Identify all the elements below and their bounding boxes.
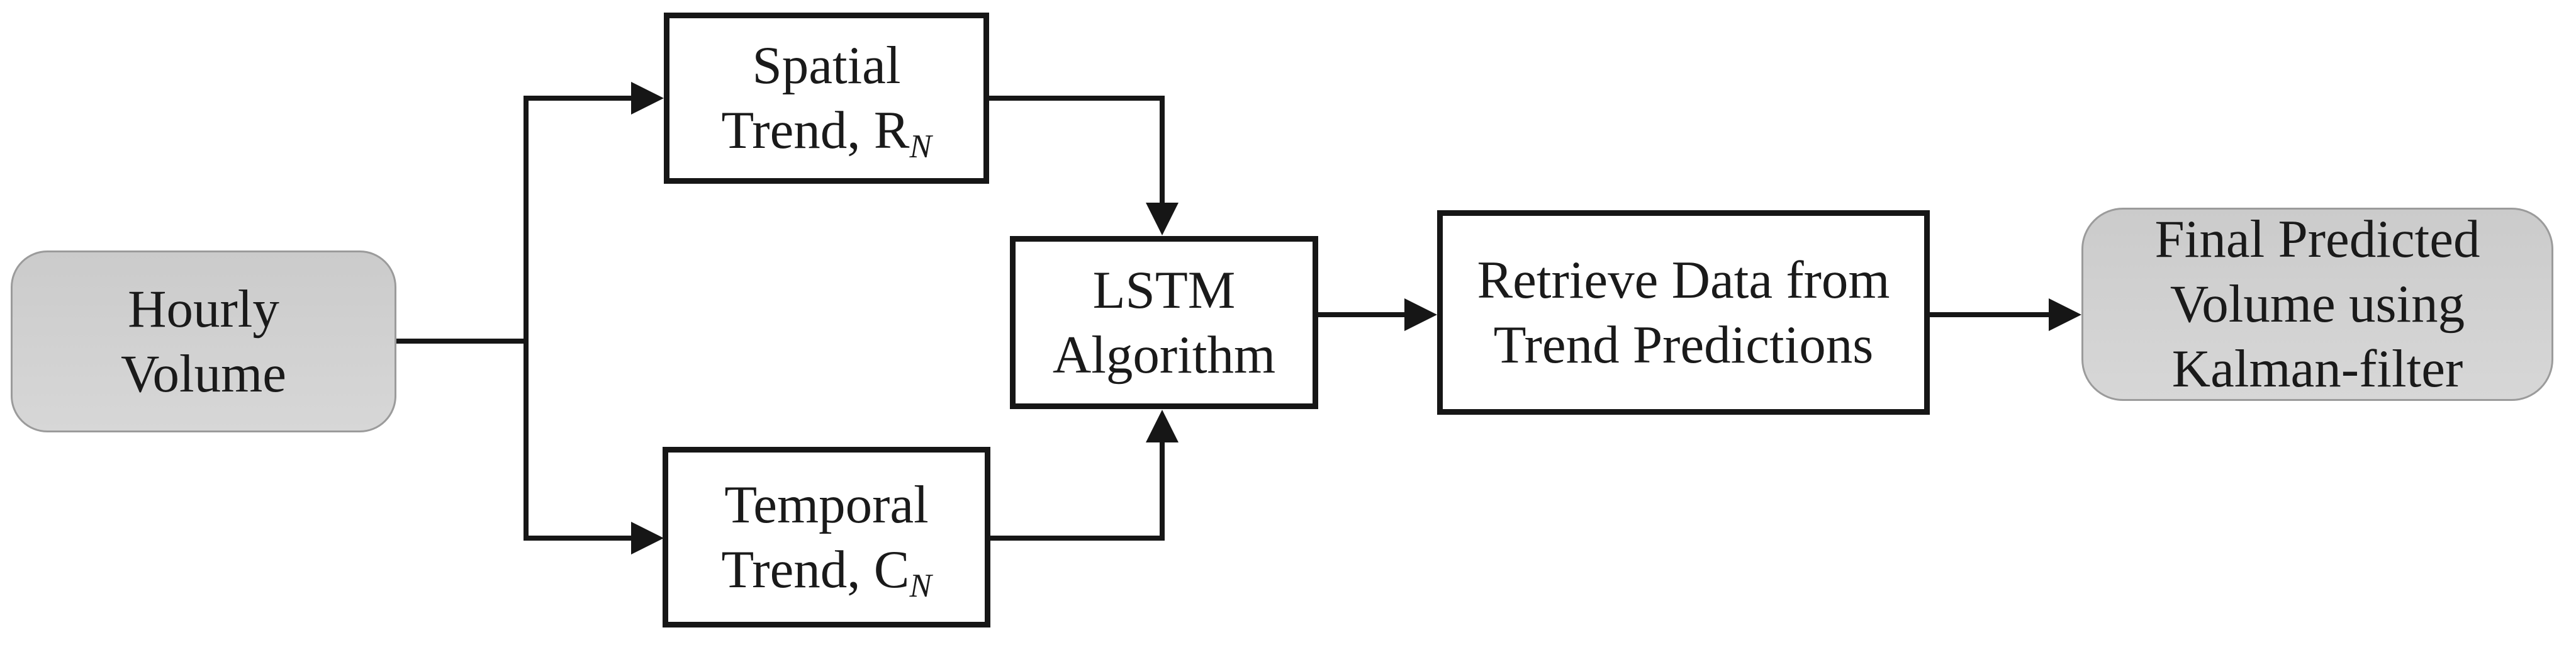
- connector-temporal-to-lstm: [990, 437, 1165, 541]
- node-final-predicted-volume: Final Predicted Volume using Kalman-filt…: [2081, 208, 2553, 401]
- node-retrieve-data-line1: Retrieve Data from: [1477, 250, 1890, 310]
- node-retrieve-data-line2: Trend Predictions: [1493, 315, 1874, 374]
- arrowhead-into-lstm-top: [1146, 203, 1179, 235]
- node-lstm-algorithm: LSTM Algorithm: [1010, 236, 1318, 409]
- arrowhead-into-lstm-bottom: [1146, 410, 1179, 442]
- node-temporal-trend-subscript: N: [909, 567, 932, 604]
- node-lstm-algorithm-line1: LSTM: [1092, 260, 1236, 320]
- node-retrieve-data: Retrieve Data from Trend Predictions: [1437, 210, 1930, 415]
- node-spatial-trend-line2: Trend, RN: [721, 98, 931, 163]
- connector-spatial-to-lstm: [988, 96, 1165, 208]
- node-spatial-trend-line2-text: Trend, R: [721, 101, 910, 160]
- node-spatial-trend-line1: Spatial: [752, 36, 901, 95]
- node-spatial-trend-subscript: N: [909, 128, 932, 165]
- arrowhead-into-retrieve: [1404, 298, 1437, 331]
- arrowhead-into-spatial: [631, 82, 664, 115]
- node-lstm-algorithm-line2: Algorithm: [1052, 325, 1276, 385]
- node-hourly-volume: Hourly Volume: [11, 250, 396, 432]
- arrowhead-into-temporal: [631, 522, 664, 554]
- node-temporal-trend: Temporal Trend, CN: [663, 447, 990, 627]
- node-temporal-trend-line2-text: Trend, C: [721, 539, 910, 599]
- node-hourly-volume-line1: Hourly: [128, 279, 279, 339]
- node-hourly-volume-line2: Volume: [121, 344, 286, 403]
- node-final-predicted-volume-line2: Volume using: [2170, 274, 2465, 334]
- arrowhead-into-final: [2049, 298, 2081, 331]
- node-spatial-trend: Spatial Trend, RN: [664, 13, 989, 184]
- node-temporal-trend-line1: Temporal: [724, 475, 929, 534]
- node-final-predicted-volume-line1: Final Predicted: [2154, 210, 2480, 269]
- node-temporal-trend-line2: Trend, CN: [721, 537, 931, 602]
- node-final-predicted-volume-line3: Kalman-filter: [2171, 339, 2463, 398]
